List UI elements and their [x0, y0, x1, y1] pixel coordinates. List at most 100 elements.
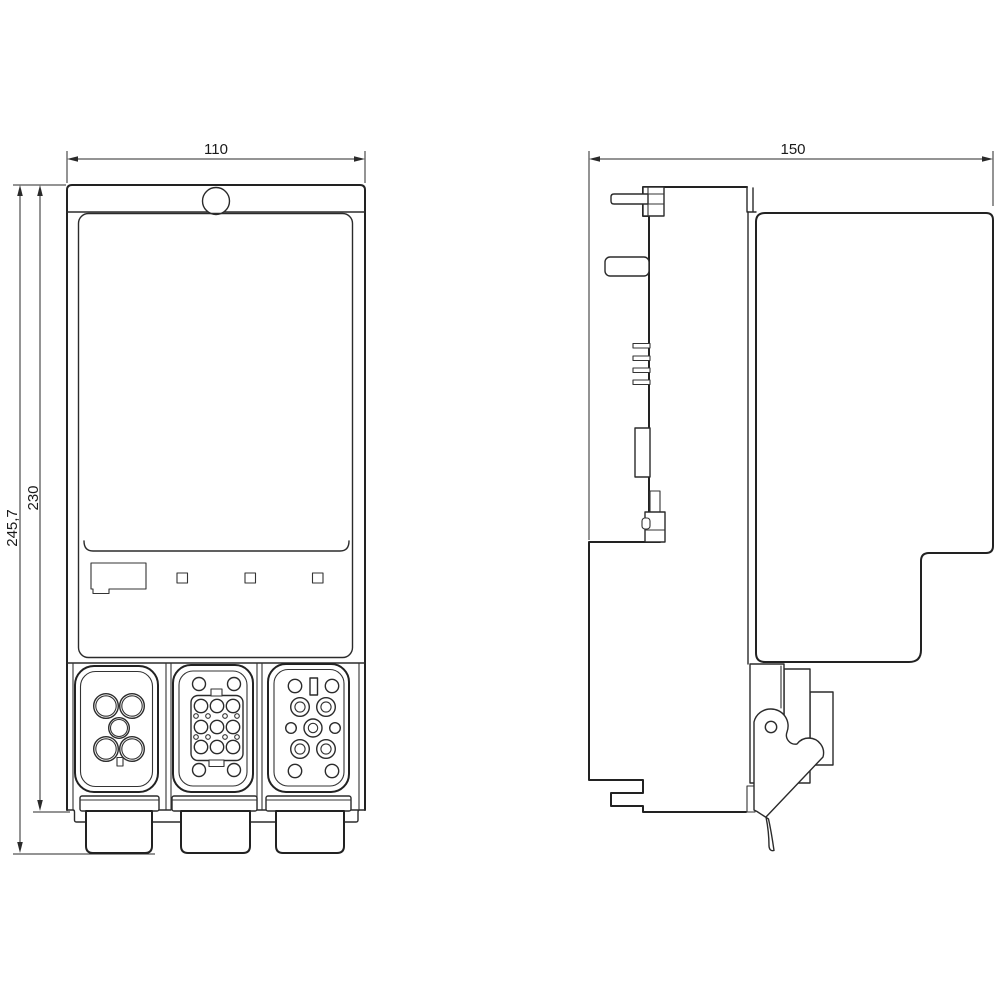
pin	[225, 739, 241, 755]
contact-inner	[95, 738, 117, 760]
contact-inner	[320, 743, 332, 755]
corner-hole	[287, 763, 303, 779]
corner-hole	[324, 678, 340, 694]
dim-label-height-overall: 245,7	[4, 509, 21, 547]
contact	[118, 736, 145, 763]
front-dim-width: 110	[66, 141, 366, 183]
connector-1-shell-inner	[79, 670, 154, 788]
arrowhead-top	[17, 185, 23, 196]
contact	[316, 739, 337, 760]
dim-label-height-body: 230	[25, 485, 42, 510]
corner-hole	[287, 678, 303, 694]
connector-recess-walls	[72, 662, 360, 811]
small-pin	[222, 713, 228, 719]
pin	[209, 739, 225, 755]
arrowhead-left	[589, 156, 600, 162]
pin-block	[190, 694, 244, 762]
small-pin	[205, 734, 211, 740]
contact-inner	[121, 738, 143, 760]
small-pin	[193, 713, 199, 719]
side-front-outline	[746, 186, 994, 665]
flange-2	[171, 795, 258, 812]
din-clip-top	[610, 186, 665, 217]
arrowhead-bottom	[37, 800, 43, 811]
label-window	[90, 562, 147, 595]
louver	[632, 342, 651, 349]
connector-bases	[79, 795, 352, 854]
small-contact	[329, 722, 342, 735]
front-body	[66, 184, 366, 823]
front-dim-height-body: 230	[25, 185, 70, 813]
contact	[118, 693, 145, 720]
side-dim-depth: 150	[588, 141, 994, 540]
clip-pin	[610, 193, 649, 205]
top-step-notch	[746, 186, 757, 213]
pin-block-key-top	[210, 688, 223, 697]
dim-label-width: 110	[204, 141, 228, 158]
side-view: 150	[588, 141, 994, 852]
latch-pivot-hole	[764, 720, 778, 734]
vent-louvers	[632, 342, 651, 386]
contact-inner	[121, 695, 143, 717]
louver	[632, 379, 651, 386]
front-bottom-edge	[66, 809, 366, 823]
rear-tab-box	[634, 427, 651, 478]
contact	[92, 693, 119, 720]
contact-inner	[109, 718, 129, 738]
contact	[316, 697, 337, 718]
front-face-line	[755, 221, 766, 663]
keying-slot	[309, 677, 319, 696]
foot-2	[180, 810, 251, 854]
arrowhead-top	[37, 185, 43, 196]
connector-3-shell-inner	[273, 668, 345, 787]
indicator-window-2	[244, 572, 257, 584]
clip-hook-tip	[641, 517, 651, 530]
flange-3	[265, 795, 352, 812]
contact-inner	[307, 722, 319, 734]
arrowhead-bottom	[17, 842, 23, 853]
clip-upper-block	[649, 490, 661, 513]
small-pin	[222, 734, 228, 740]
pin	[225, 719, 241, 735]
panel-divider	[83, 540, 350, 552]
rear-outline-upper	[642, 186, 748, 543]
front-view: 110 245,7 230	[4, 141, 366, 855]
indicator-window-3	[311, 572, 324, 584]
extension-line	[66, 151, 366, 183]
pin	[193, 739, 209, 755]
foot-1	[85, 810, 153, 854]
corner-hole	[324, 763, 340, 779]
din-clip-bottom	[641, 490, 666, 543]
latch-lever	[753, 708, 825, 852]
rear-outline-lower	[588, 541, 747, 813]
corner-hole	[191, 762, 207, 778]
contact	[107, 717, 130, 740]
pin	[193, 719, 209, 735]
arrowhead-right	[982, 156, 993, 162]
connector-2	[172, 664, 254, 793]
contact-inner	[95, 695, 117, 717]
indicator-window-1	[176, 572, 189, 584]
front-body-outline	[66, 184, 366, 811]
pin-block-key-bottom	[208, 759, 225, 768]
pin	[209, 698, 225, 714]
pin	[193, 698, 209, 714]
louver	[632, 355, 651, 362]
rear-tab	[604, 256, 650, 277]
corner-hole	[226, 762, 242, 778]
pin	[209, 719, 225, 735]
corner-hole	[191, 676, 207, 692]
clip-housing-lines	[647, 186, 665, 217]
small-pin	[205, 713, 211, 719]
mounting-hole	[201, 186, 231, 216]
contact-inner	[320, 701, 332, 713]
corner-hole	[226, 676, 242, 692]
flange-1	[79, 795, 160, 812]
small-pin	[193, 734, 199, 740]
arrowhead-right	[354, 156, 365, 162]
front-panel	[77, 212, 354, 659]
louver	[632, 367, 651, 374]
small-pin	[234, 734, 240, 740]
